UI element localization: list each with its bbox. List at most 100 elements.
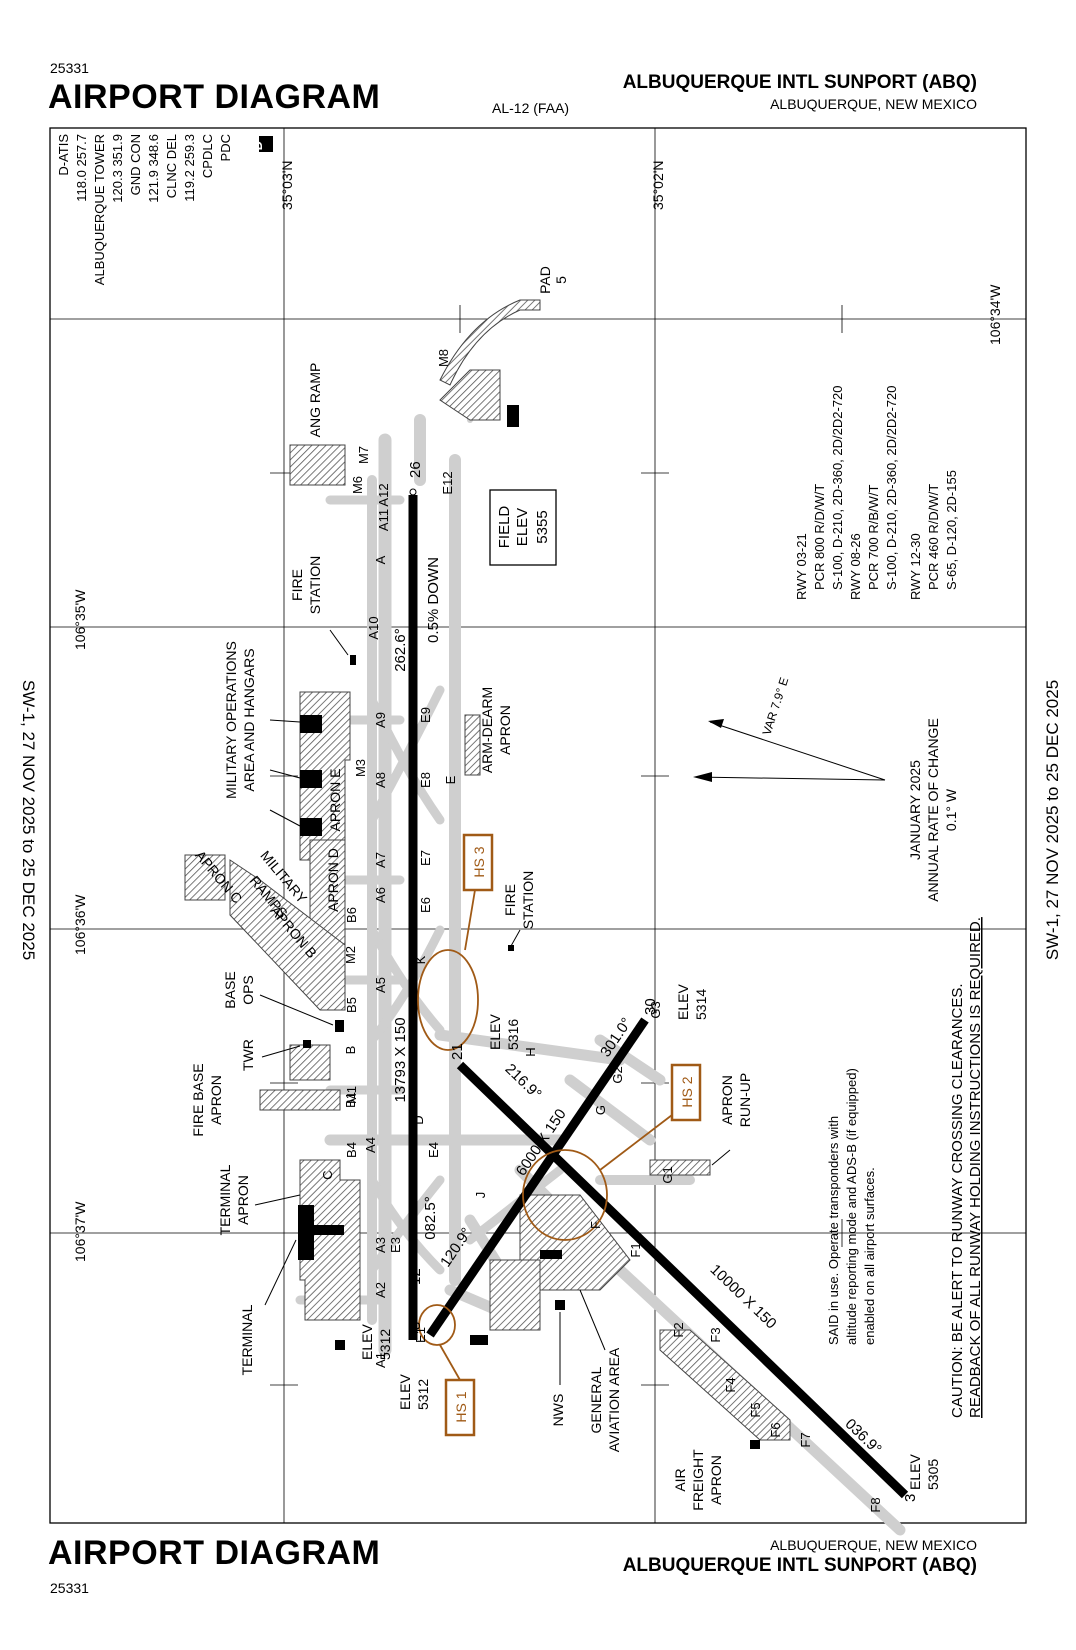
svg-text:PCR 800 R/D/W/T: PCR 800 R/D/W/T <box>812 484 827 590</box>
svg-text:F4: F4 <box>723 1377 738 1392</box>
svg-text:E9: E9 <box>418 707 433 723</box>
svg-text:F6: F6 <box>768 1422 783 1437</box>
svg-text:121.9 348.6: 121.9 348.6 <box>146 134 161 203</box>
svg-text:B5: B5 <box>344 997 359 1013</box>
svg-text:0.5% DOWN: 0.5% DOWN <box>425 557 442 643</box>
svg-text:J: J <box>473 1192 488 1199</box>
buildings <box>298 405 760 1449</box>
caution-note: CAUTION: BE ALERT TO RUNWAY CROSSING CLE… <box>949 917 984 1418</box>
lon-label-3: 106°36'W <box>72 894 88 955</box>
svg-text:ELEV: ELEV <box>359 1324 375 1360</box>
pad-5-taxiway <box>439 299 541 386</box>
svg-text:21: 21 <box>449 1043 466 1060</box>
svg-text:TERMINAL: TERMINAL <box>239 1304 255 1375</box>
runway-12-30 <box>426 1017 649 1338</box>
svg-text:E8: E8 <box>418 772 433 788</box>
svg-text:OPS: OPS <box>240 975 256 1005</box>
svg-text:F2: F2 <box>671 1322 686 1337</box>
svg-text:AIR: AIR <box>672 1468 688 1491</box>
svg-text:MILITARY OPERATIONS: MILITARY OPERATIONS <box>223 641 239 799</box>
aprons <box>184 299 791 1441</box>
svg-text:0.1° W: 0.1° W <box>943 788 959 831</box>
hotspot-1-area <box>418 1304 456 1346</box>
svg-text:RWY 12-30: RWY 12-30 <box>908 533 923 600</box>
svg-text:E3: E3 <box>388 1237 403 1253</box>
svg-text:APRON: APRON <box>208 1075 224 1125</box>
page-title: AIRPORT DIAGRAM <box>48 78 381 116</box>
svg-text:E4: E4 <box>426 1142 441 1158</box>
svg-text:A2: A2 <box>373 1282 388 1298</box>
svg-text:APRON: APRON <box>719 1075 735 1125</box>
svg-text:F: F <box>588 1221 603 1229</box>
svg-text:D-ATIS: D-ATIS <box>56 134 71 176</box>
svg-text:CPDLC: CPDLC <box>200 134 215 178</box>
svg-text:ANG RAMP: ANG RAMP <box>307 363 323 438</box>
run-up-apron <box>649 1159 711 1176</box>
svg-text:8: 8 <box>407 1322 424 1330</box>
svg-text:ALBUQUERQUE TOWER: ALBUQUERQUE TOWER <box>92 134 107 285</box>
hotspot-3-label[interactable]: HS 3 <box>471 846 487 877</box>
map-frame <box>49 127 1027 1524</box>
svg-text:VAR 7.9° E: VAR 7.9° E <box>760 676 792 737</box>
footer-title: AIRPORT DIAGRAM <box>48 1534 381 1572</box>
svg-text:STATION: STATION <box>307 556 323 615</box>
leader-lines <box>254 629 731 1385</box>
svg-text:082.5°: 082.5° <box>422 1196 439 1240</box>
svg-text:CLNC DEL: CLNC DEL <box>164 134 179 198</box>
svg-text:A12: A12 <box>376 483 391 506</box>
svg-text:BASE: BASE <box>222 971 238 1008</box>
svg-text:ARM-DEARM: ARM-DEARM <box>479 687 495 773</box>
hotspot-2-label[interactable]: HS 2 <box>679 1076 695 1107</box>
svg-text:A6: A6 <box>373 887 388 903</box>
svg-text:FIELD: FIELD <box>496 506 513 549</box>
svg-text:ELEV: ELEV <box>397 1374 413 1410</box>
arm-dearm-apron <box>464 714 481 776</box>
doc-number-top: 25331 <box>50 60 89 76</box>
svg-text:A8: A8 <box>373 772 388 788</box>
svg-text:F5: F5 <box>748 1402 763 1417</box>
svg-text:F3: F3 <box>708 1327 723 1342</box>
svg-text:E1: E1 <box>413 1327 428 1343</box>
svg-text:ELEV: ELEV <box>907 1454 923 1490</box>
svg-text:AVIATION AREA: AVIATION AREA <box>606 1347 622 1452</box>
svg-text:ELEV: ELEV <box>514 508 531 546</box>
svg-text:TWR: TWR <box>240 1039 256 1071</box>
svg-text:ANNUAL RATE OF CHANGE: ANNUAL RATE OF CHANGE <box>925 718 941 902</box>
said-note: SAID in use. Operate transponders with a… <box>826 1068 877 1345</box>
hotspot-1-label[interactable]: HS 1 <box>453 1391 469 1422</box>
svg-text:5: 5 <box>553 276 569 284</box>
svg-text:B4: B4 <box>344 1142 359 1158</box>
svg-text:F1: F1 <box>628 1242 643 1257</box>
svg-text:M2: M2 <box>343 946 358 964</box>
air-freight-apron <box>659 1329 791 1441</box>
lat-label-1: 35°03'N <box>279 160 295 210</box>
svg-text:K: K <box>413 955 428 964</box>
svg-text:AREA AND HANGARS: AREA AND HANGARS <box>241 648 257 791</box>
svg-text:M6: M6 <box>350 476 365 494</box>
svg-text:G2: G2 <box>610 1066 625 1083</box>
terminal-building <box>298 1205 314 1260</box>
svg-text:ELEV: ELEV <box>487 1014 503 1050</box>
svg-text:E7: E7 <box>418 850 433 866</box>
svg-text:FIRE: FIRE <box>502 884 518 916</box>
svg-text:D: D <box>411 1115 426 1124</box>
base-ops-building <box>335 1020 344 1032</box>
svg-text:262.6°: 262.6° <box>392 628 409 672</box>
svg-text:A9: A9 <box>373 712 388 728</box>
field-elevation: FIELD ELEV 5355 <box>489 489 557 566</box>
svg-text:A4: A4 <box>363 1137 378 1153</box>
hotspot-labels: HS 3 HS 2 HS 1 <box>444 833 702 1437</box>
svg-text:C: C <box>320 1170 335 1179</box>
svg-text:G1: G1 <box>660 1166 675 1183</box>
svg-text:FIRE BASE: FIRE BASE <box>190 1063 206 1136</box>
svg-text:E12: E12 <box>440 471 455 494</box>
svg-text:PDC: PDC <box>218 134 233 161</box>
fire-station-building <box>350 655 356 665</box>
svg-text:RWY 08-26: RWY 08-26 <box>848 533 863 600</box>
svg-text:APRON E: APRON E <box>327 768 343 831</box>
tower-building <box>303 1040 311 1048</box>
runway-3-21 <box>456 1061 909 1499</box>
svg-text:5312: 5312 <box>415 1379 431 1410</box>
runways <box>408 495 909 1499</box>
svg-text:STATION: STATION <box>520 871 536 930</box>
